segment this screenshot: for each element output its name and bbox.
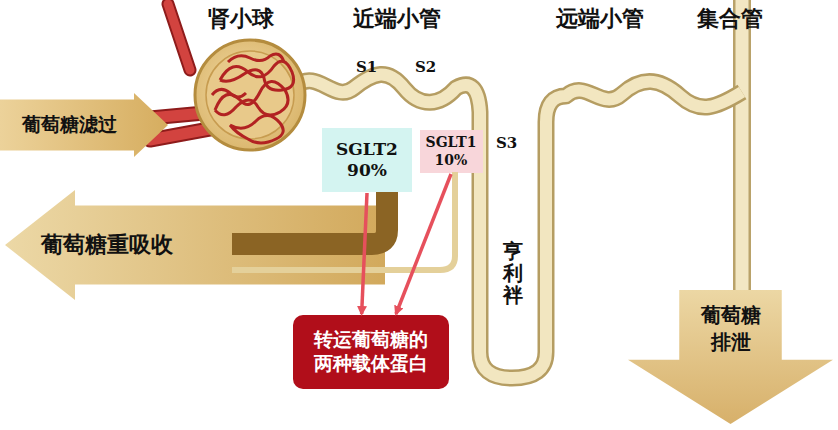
reabsorption-arrow: 葡萄糖重吸收 — [5, 190, 385, 300]
connector-arrow — [396, 174, 451, 314]
carrier-protein-box: 转运葡萄糖的 两种载体蛋白 — [293, 315, 449, 389]
structure-label: 亨利袢 — [503, 240, 523, 306]
node-text: 葡萄糖滤过 — [22, 113, 117, 137]
node-text: 葡萄糖重吸收 — [41, 231, 173, 259]
filtration-arrow: 葡萄糖滤过 — [0, 93, 168, 157]
sglt1-box: SGLT110% — [420, 130, 483, 173]
node-text: 10% — [435, 152, 468, 170]
segment-label: S3 — [496, 134, 517, 152]
node-text: 90% — [347, 160, 387, 181]
structure-label: 远端小管 — [556, 4, 644, 34]
structure-label: 肾小球 — [208, 4, 274, 34]
glomerulus — [195, 40, 305, 150]
excretion-arrow: 葡萄糖 排泄 — [628, 290, 833, 424]
segment-label: S1 — [356, 58, 377, 76]
node-text: SGLT2 — [336, 139, 398, 160]
structure-label: 近端小管 — [353, 4, 441, 34]
node-text: 转运葡萄糖的 两种载体蛋白 — [311, 328, 431, 376]
segment-label: S2 — [415, 58, 436, 76]
sglt2-box: SGLT290% — [322, 128, 412, 192]
node-text: 葡萄糖 排泄 — [698, 302, 764, 356]
collecting-duct — [733, 0, 751, 305]
structure-label: 集合管 — [697, 4, 763, 34]
node-text: SGLT1 — [426, 134, 477, 152]
